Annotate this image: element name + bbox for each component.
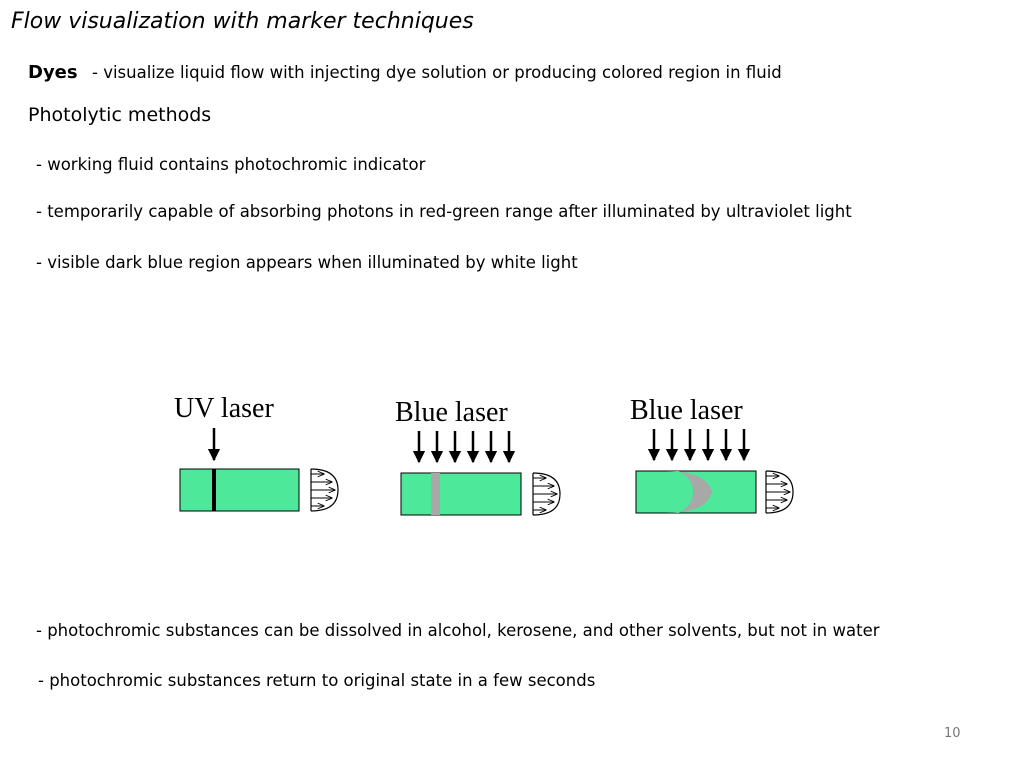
dyes-description: - visualize liquid flow with injecting d… — [92, 63, 782, 82]
bullet-dark-blue-region: - visible dark blue region appears when … — [36, 253, 578, 272]
blue-laser-arrows — [412, 431, 516, 464]
dyed-band — [431, 473, 440, 515]
blue-laser-label-2: Blue laser — [630, 395, 743, 426]
velocity-profile-icon — [310, 468, 339, 512]
dyed-curved-profile — [666, 471, 712, 513]
uv-marker-line — [212, 469, 216, 511]
photolytic-heading: Photolytic methods — [28, 104, 212, 126]
panel-uv-laser — [179, 428, 339, 512]
velocity-profile-icon — [532, 472, 561, 516]
dyes-heading: Dyes — [28, 62, 78, 83]
bullet-solvents: - photochromic substances can be dissolv… — [36, 621, 880, 640]
fluid-channel — [400, 472, 522, 516]
uv-laser-label: UV laser — [174, 393, 274, 424]
page-number: 10 — [944, 726, 961, 741]
bullet-absorbing-photons: - temporarily capable of absorbing photo… — [36, 202, 852, 221]
bullet-return-state: - photochromic substances return to orig… — [38, 671, 596, 690]
blue-laser-label-1: Blue laser — [395, 397, 508, 428]
velocity-profile-icon — [765, 470, 794, 514]
panel-blue-laser-2 — [635, 429, 794, 514]
blue-laser-arrows — [647, 429, 751, 462]
bullet-photochromic-indicator: - working fluid contains photochromic in… — [36, 155, 426, 174]
slide-title: Flow visualization with marker technique… — [11, 9, 474, 34]
fluid-channel — [179, 468, 300, 512]
panel-blue-laser-1 — [400, 431, 561, 516]
